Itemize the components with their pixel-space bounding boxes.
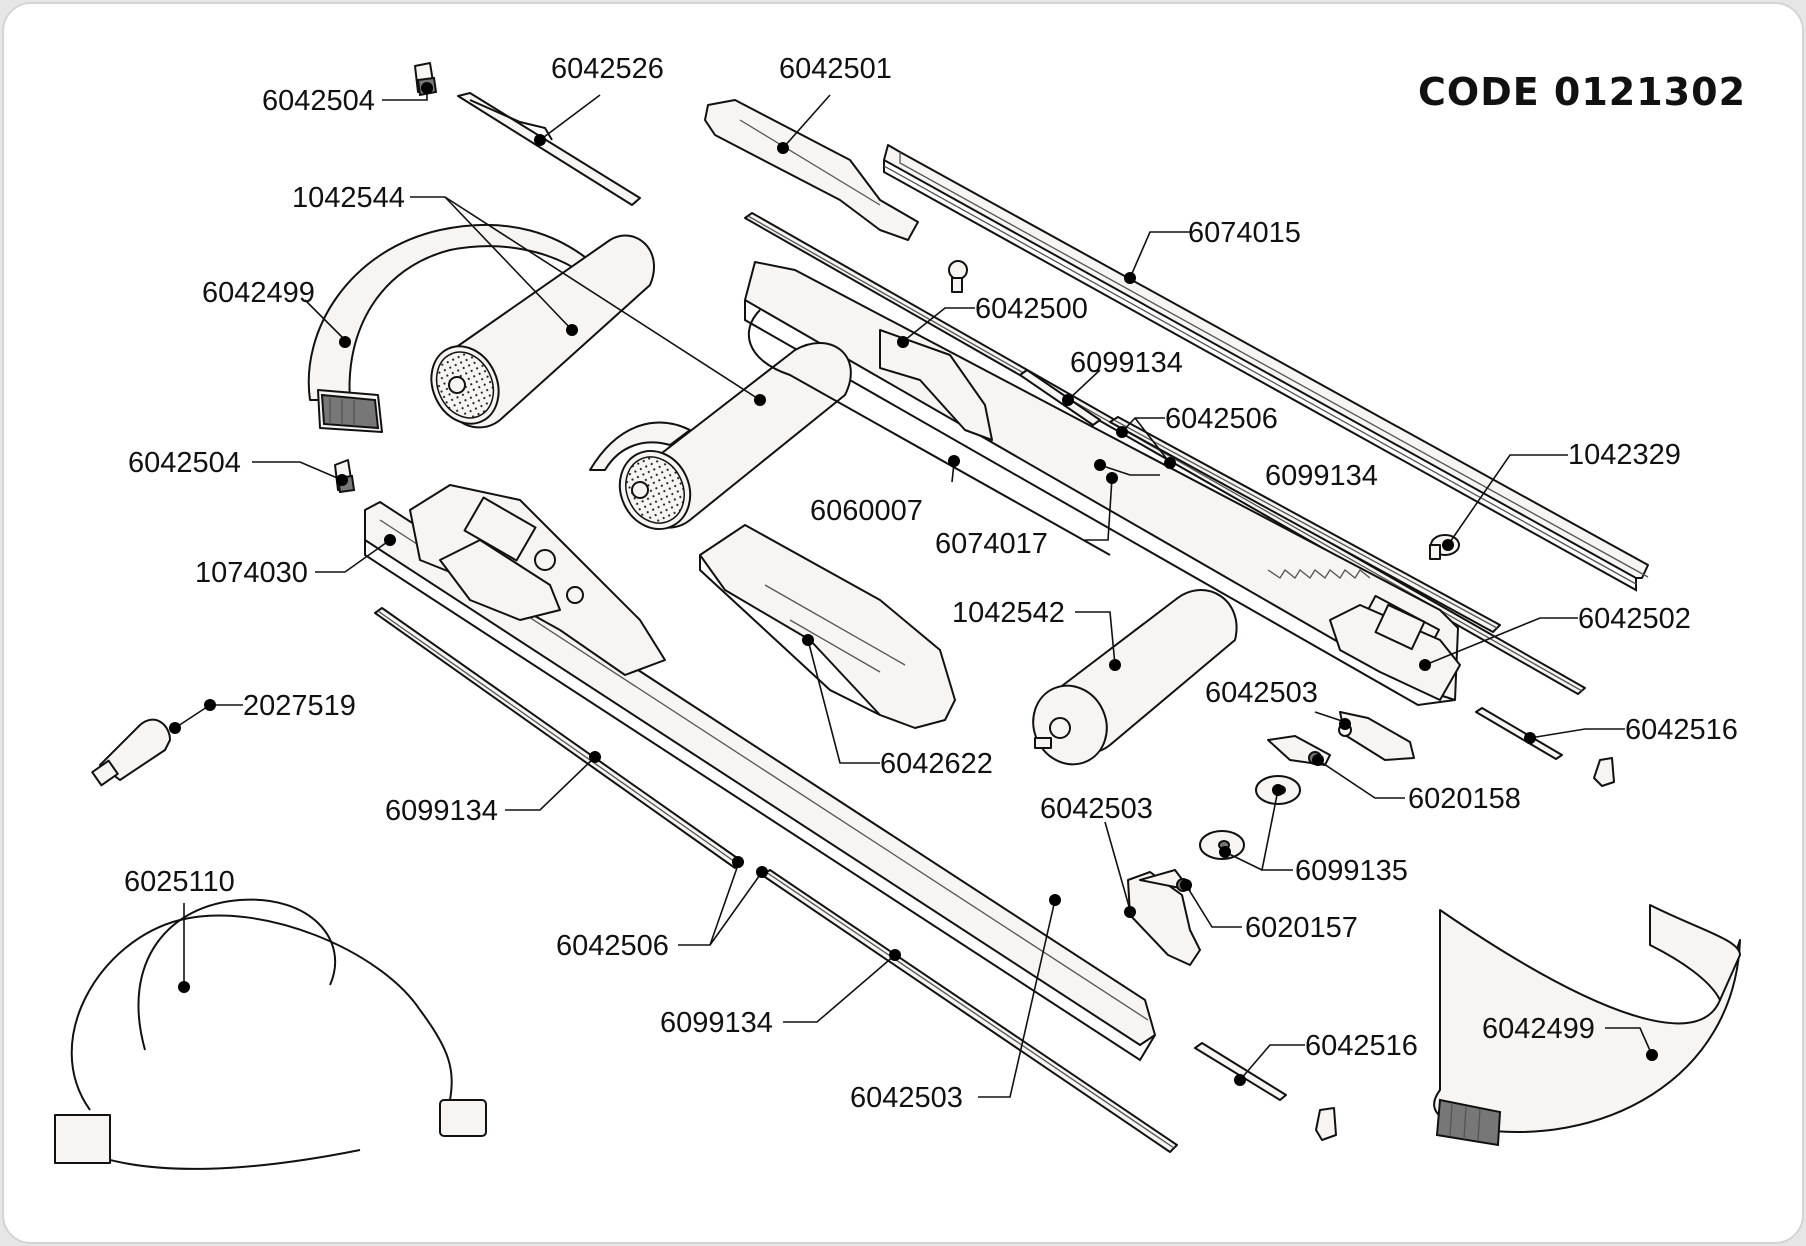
part-label: 6099134 xyxy=(1265,460,1378,492)
roller-upper-1042544 xyxy=(430,234,656,429)
strip-middle-right xyxy=(1109,416,1501,633)
part-label: 6099134 xyxy=(1070,347,1183,379)
part-label: 6020158 xyxy=(1408,783,1521,815)
part-label: 6042499 xyxy=(1482,1013,1595,1045)
cable-6025110 xyxy=(54,898,487,1170)
bracket-6042500 xyxy=(879,260,993,441)
part-label: 6042622 xyxy=(880,748,993,780)
leader-lines xyxy=(169,82,1658,1098)
part-label: 2027519 xyxy=(243,690,356,722)
roller-lower-1042542 xyxy=(1032,589,1238,766)
end-bracket-6042502 xyxy=(1329,603,1461,701)
part-label: 1042329 xyxy=(1568,439,1681,471)
part-label: 6042504 xyxy=(128,447,241,479)
part-label: 6042503 xyxy=(850,1082,963,1114)
belt-6060007 xyxy=(747,309,1111,556)
cover-plate-6042501 xyxy=(704,99,919,241)
pin-6042516-lower xyxy=(1194,1042,1337,1141)
part-label: 6042504 xyxy=(262,85,375,117)
part-label: 6099134 xyxy=(385,795,498,827)
part-label: 6042500 xyxy=(975,293,1088,325)
diagram-code: CODE 0121302 xyxy=(1418,70,1746,114)
part-labels: CODE 0121302 6042504 6042526 6042501 104… xyxy=(124,53,1746,1114)
part-label: 6042506 xyxy=(556,930,669,962)
part-label: 6042503 xyxy=(1205,677,1318,709)
part-label: 6042516 xyxy=(1305,1030,1418,1062)
part-label: 6042501 xyxy=(779,53,892,85)
part-label: 6042499 xyxy=(202,277,315,309)
plug-2027519 xyxy=(91,718,171,787)
strip-middle-left xyxy=(1019,369,1101,426)
part-label: 6020157 xyxy=(1245,912,1358,944)
mechanism-housing xyxy=(409,484,666,676)
pin-6042516-right xyxy=(1475,707,1615,787)
handle-lower-6042499 xyxy=(1433,904,1741,1147)
roller-middle-1042544 xyxy=(589,341,852,530)
part-label: 6042502 xyxy=(1578,603,1691,635)
part-label: 6060007 xyxy=(810,495,923,527)
part-label: 6042526 xyxy=(551,53,664,85)
part-label: 6074017 xyxy=(935,528,1048,560)
part-label: 6074015 xyxy=(1188,217,1301,249)
parts-artwork xyxy=(54,62,1741,1170)
rail-6074015 xyxy=(883,144,1649,592)
part-label: 6042503 xyxy=(1040,793,1153,825)
part-label: 1042544 xyxy=(292,182,405,214)
part-label: 6042516 xyxy=(1625,714,1738,746)
part-label: 6025110 xyxy=(124,866,235,898)
part-label: 1074030 xyxy=(195,557,308,589)
part-label: 6099135 xyxy=(1295,855,1408,887)
part-label: 6099134 xyxy=(660,1007,773,1039)
handle-upper-6042499 xyxy=(307,223,596,433)
part-label: 6042506 xyxy=(1165,403,1278,435)
part-label: 1042542 xyxy=(952,597,1065,629)
shell-6042622 xyxy=(699,524,956,729)
